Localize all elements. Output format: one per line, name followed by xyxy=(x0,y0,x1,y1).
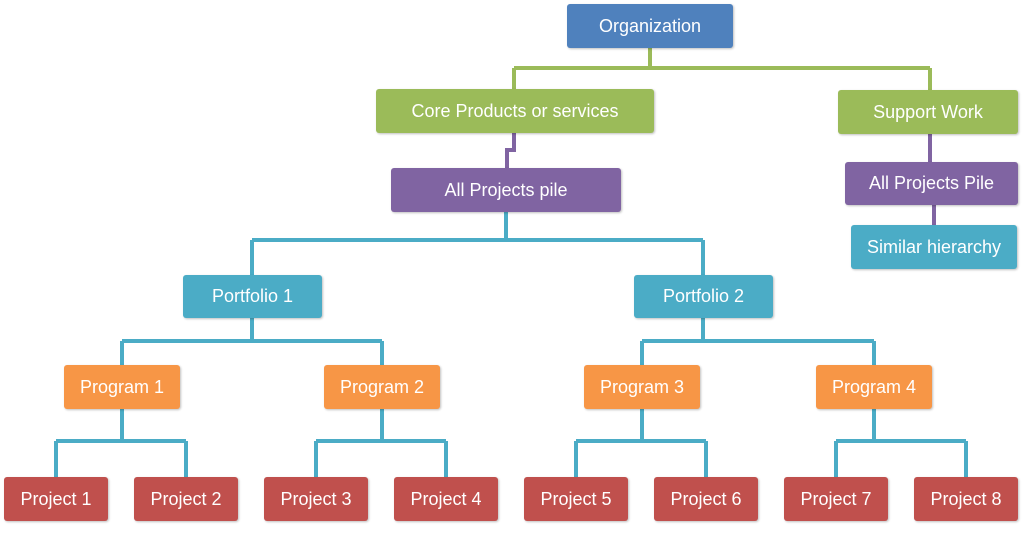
node-project-4: Project 4 xyxy=(394,477,498,521)
node-similar-hierarchy: Similar hierarchy xyxy=(851,225,1017,269)
node-project-6: Project 6 xyxy=(654,477,758,521)
node-program-2: Program 2 xyxy=(324,365,440,409)
node-portfolio-2: Portfolio 2 xyxy=(634,275,773,318)
node-program-4: Program 4 xyxy=(816,365,932,409)
node-support-projects-pile: All Projects Pile xyxy=(845,162,1018,205)
node-project-5: Project 5 xyxy=(524,477,628,521)
node-program-1: Program 1 xyxy=(64,365,180,409)
node-portfolio-1: Portfolio 1 xyxy=(183,275,322,318)
node-project-8: Project 8 xyxy=(914,477,1018,521)
node-support-work: Support Work xyxy=(838,90,1018,134)
node-program-3: Program 3 xyxy=(584,365,700,409)
connector-support-pile xyxy=(928,134,936,225)
connector-core-pile xyxy=(505,133,516,168)
node-core-products: Core Products or services xyxy=(376,89,654,133)
node-project-1: Project 1 xyxy=(4,477,108,521)
node-project-2: Project 2 xyxy=(134,477,238,521)
node-project-3: Project 3 xyxy=(264,477,368,521)
connector-portfolios xyxy=(250,212,705,275)
node-organization: Organization xyxy=(567,4,733,48)
connector-org xyxy=(512,48,932,90)
connector-programs xyxy=(120,318,876,365)
connector-projects xyxy=(54,409,968,477)
node-core-projects-pile: All Projects pile xyxy=(391,168,621,212)
node-project-7: Project 7 xyxy=(784,477,888,521)
